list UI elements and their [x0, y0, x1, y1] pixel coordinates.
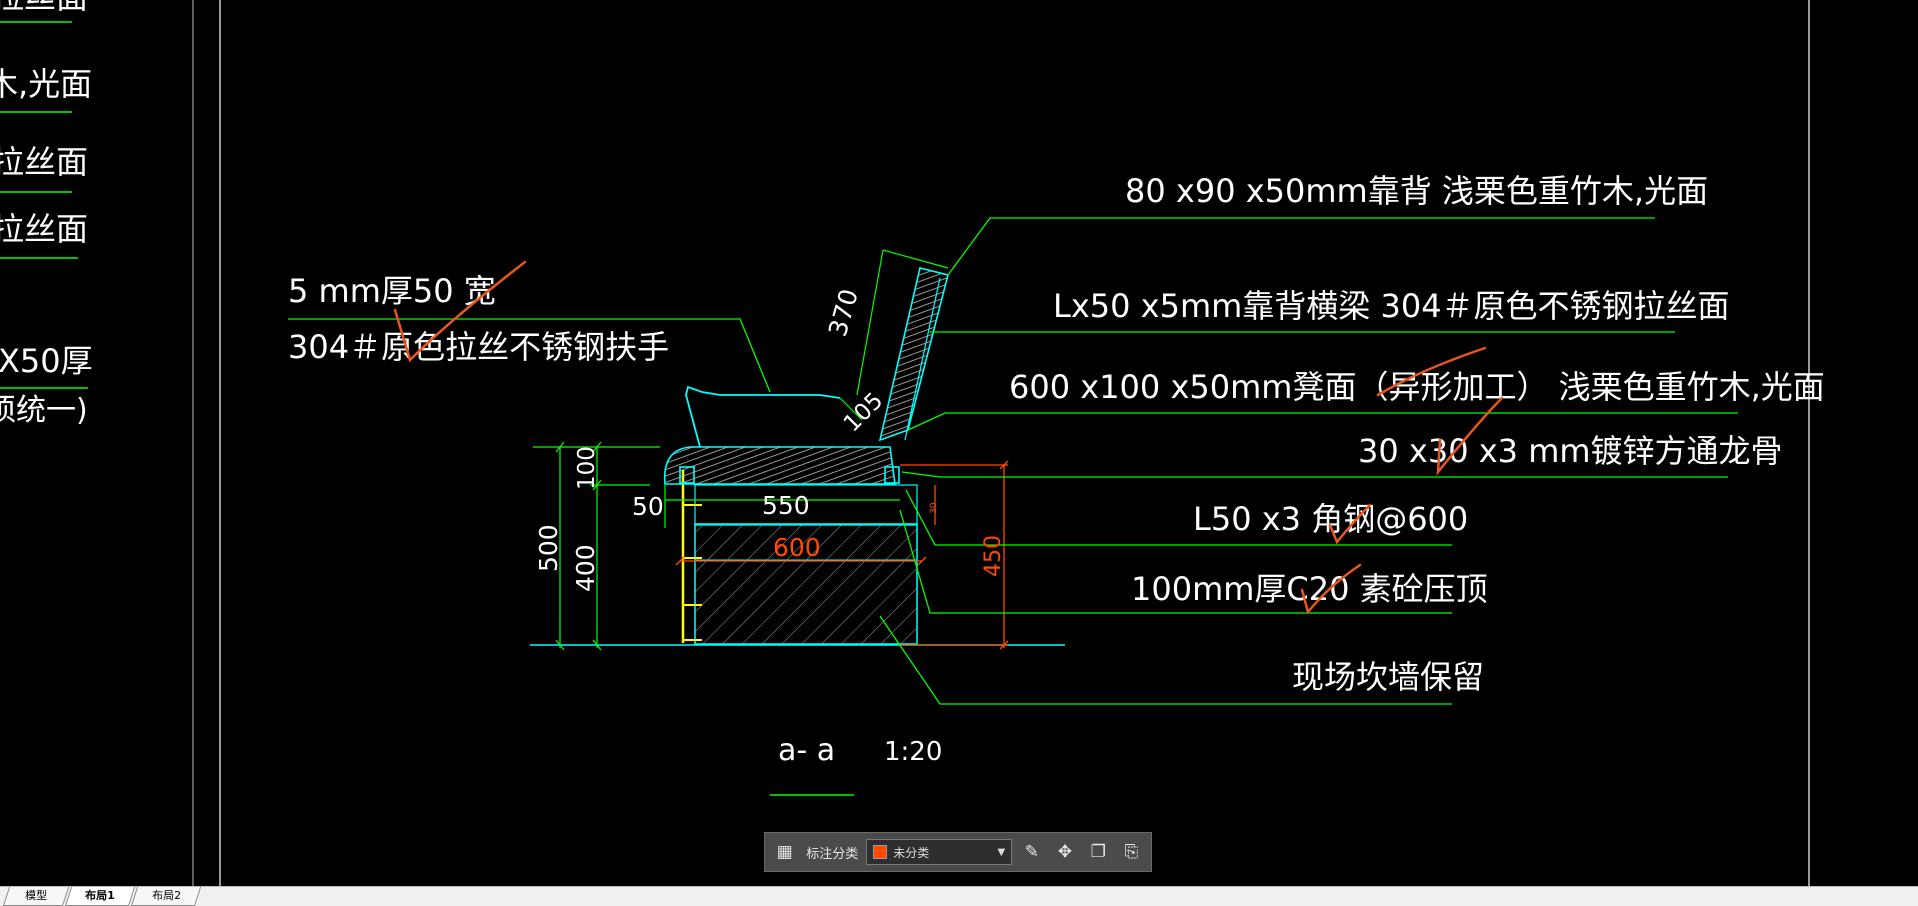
fragment-text: 木,光面 — [0, 65, 92, 103]
dim-seat-height: 100 — [574, 446, 600, 490]
keel-right — [884, 466, 900, 484]
dimension-lines — [533, 249, 949, 651]
concrete-cap — [694, 523, 918, 645]
dim-total-height: 500 — [534, 524, 563, 572]
note-backrest: 80 x90 x50mm靠背 浅栗色重竹木,光面 — [1125, 172, 1708, 210]
seat-board — [663, 446, 896, 485]
section-title: a- a — [778, 733, 835, 768]
category-select[interactable]: 未分类 ▼ — [866, 839, 1013, 865]
red-dimensions — [675, 460, 1009, 650]
tab-layout1[interactable]: 布局1 — [64, 887, 136, 906]
dim-backrest-offset: 105 — [839, 388, 888, 437]
dim-wall-height: 400 — [571, 544, 600, 592]
fragment-text: 拉丝面 — [0, 210, 88, 248]
fragment-text: 拉丝面 — [0, 0, 88, 16]
grid-icon[interactable]: ▦ — [776, 842, 793, 862]
dim-side-offset: 50 — [632, 492, 664, 521]
leader-lines — [288, 217, 1738, 705]
drawing-canvas[interactable]: 拉丝面 木,光面 拉丝面 拉丝面 X50厚 须统一) — [0, 0, 1918, 886]
section-scale: 1:20 — [884, 737, 942, 767]
category-value: 未分类 — [893, 845, 930, 860]
keel-left — [679, 466, 695, 484]
note-handrail-line2: 304＃原色拉丝不锈钢扶手 — [288, 328, 669, 366]
chevron-down-icon: ▼ — [997, 846, 1006, 858]
backrest-beam — [904, 277, 941, 441]
paste-icon[interactable]: ⎘ — [1124, 842, 1139, 862]
edit-icon[interactable]: ✎ — [1024, 842, 1039, 862]
note-angle: L50 x3 角钢@600 — [1193, 500, 1468, 538]
move-icon[interactable]: ✥ — [1057, 842, 1073, 862]
note-keel: 30 x30 x3 mm镀锌方通龙骨 — [1358, 432, 1783, 470]
dim-backrest-length: 370 — [823, 286, 864, 340]
tab-layout2[interactable]: 布局2 — [130, 887, 202, 906]
backrest — [878, 267, 949, 442]
note-handrail-line1: 5 mm厚50 宽 — [288, 272, 496, 310]
dim-small-gap: 30 — [929, 502, 939, 514]
handrail — [685, 385, 841, 448]
annotation-toolbar: ▦ 标注分类 未分类 ▼ ✎ ✥ ❐ ⎘ — [764, 832, 1152, 872]
category-swatch — [873, 845, 888, 859]
toolbar-label: 标注分类 — [806, 846, 859, 862]
dim-seat-depth: 550 — [762, 491, 810, 520]
note-cap: 100mm厚C20 素砼压顶 — [1131, 570, 1488, 608]
tab-model[interactable]: 模型 — [2, 887, 70, 906]
copy-icon[interactable]: ❐ — [1090, 842, 1106, 862]
sidebar-fragments: 拉丝面 木,光面 拉丝面 拉丝面 X50厚 须统一) — [0, 0, 93, 428]
steel-brackets — [683, 504, 702, 641]
dim-wall-width: 600 — [773, 533, 821, 562]
note-beam: Lx50 x5mm靠背横梁 304＃原色不锈钢拉丝面 — [1053, 287, 1730, 325]
layout-tabs: 模型 布局1 布局2 — [0, 886, 1918, 906]
dim-red-height: 450 — [981, 535, 1006, 577]
note-wall: 现场坎墙保留 — [1292, 658, 1484, 696]
fragment-text: 拉丝面 — [0, 143, 88, 181]
review-checkmarks — [393, 260, 1504, 615]
fragment-text: 须统一) — [0, 393, 88, 428]
cad-drawing[interactable]: 拉丝面 木,光面 拉丝面 拉丝面 X50厚 须统一) — [0, 0, 1918, 886]
fragment-text: X50厚 — [0, 342, 93, 380]
